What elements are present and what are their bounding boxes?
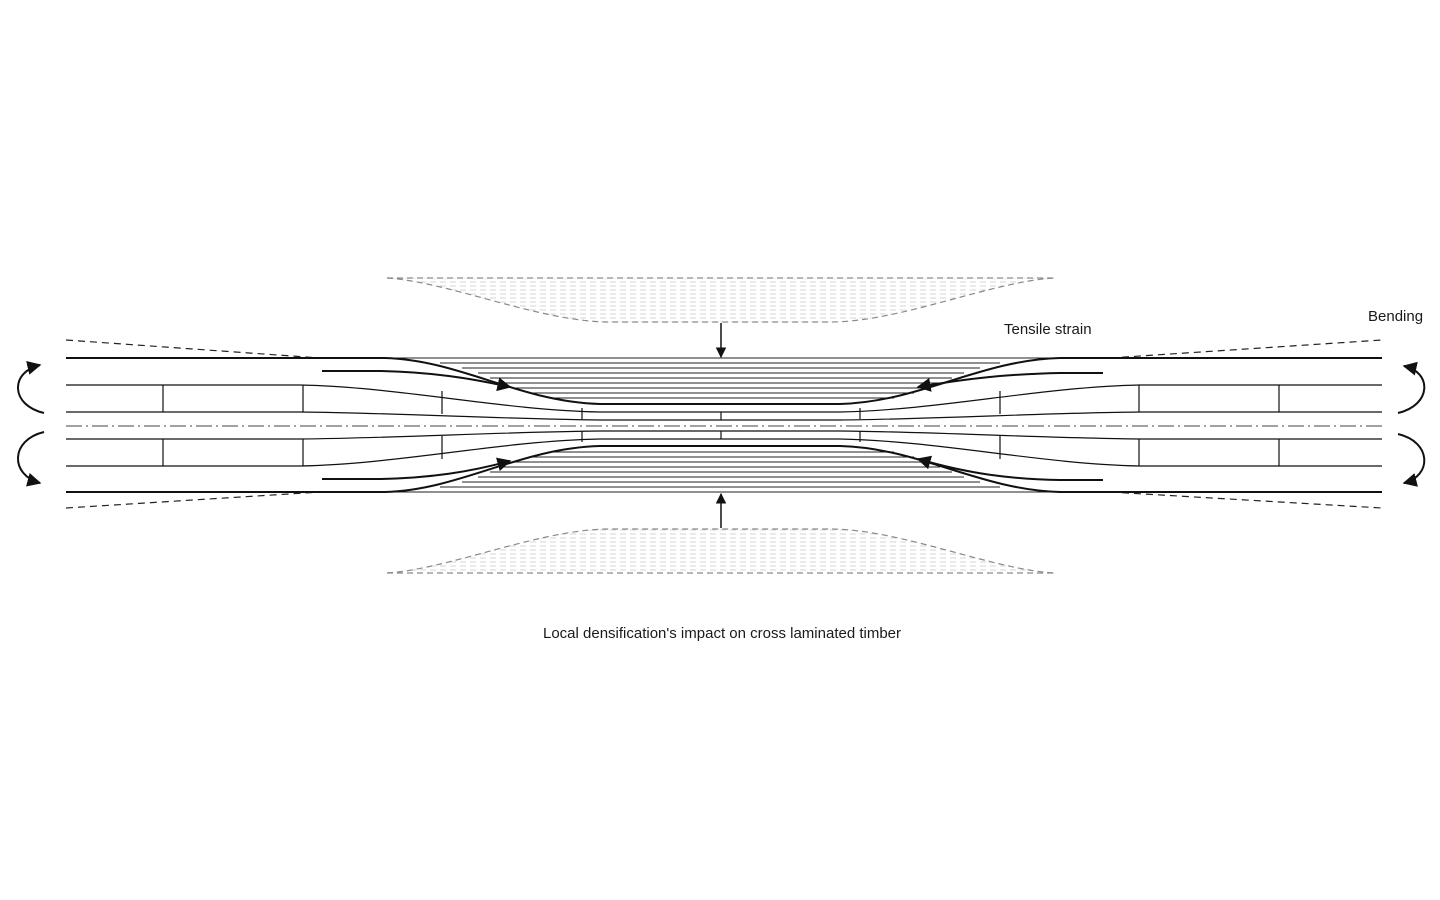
- bending-label: Bending: [1368, 308, 1424, 325]
- bending-moment-arrows: [17, 361, 1426, 487]
- bending-deflection-lines: [65, 339, 1383, 509]
- densified-lamellae-zone: [392, 357, 1050, 493]
- compression-pressure-profile-top: [386, 277, 1055, 323]
- clt-panel-layers: [66, 357, 1382, 493]
- tensile-strain-label: Tensile strain: [1004, 321, 1092, 338]
- tensile-strain-flow-arrows: [322, 370, 1103, 481]
- compression-pressure-profile-bottom: [386, 528, 1055, 574]
- diagram-caption: Local densification's impact on cross la…: [542, 625, 902, 642]
